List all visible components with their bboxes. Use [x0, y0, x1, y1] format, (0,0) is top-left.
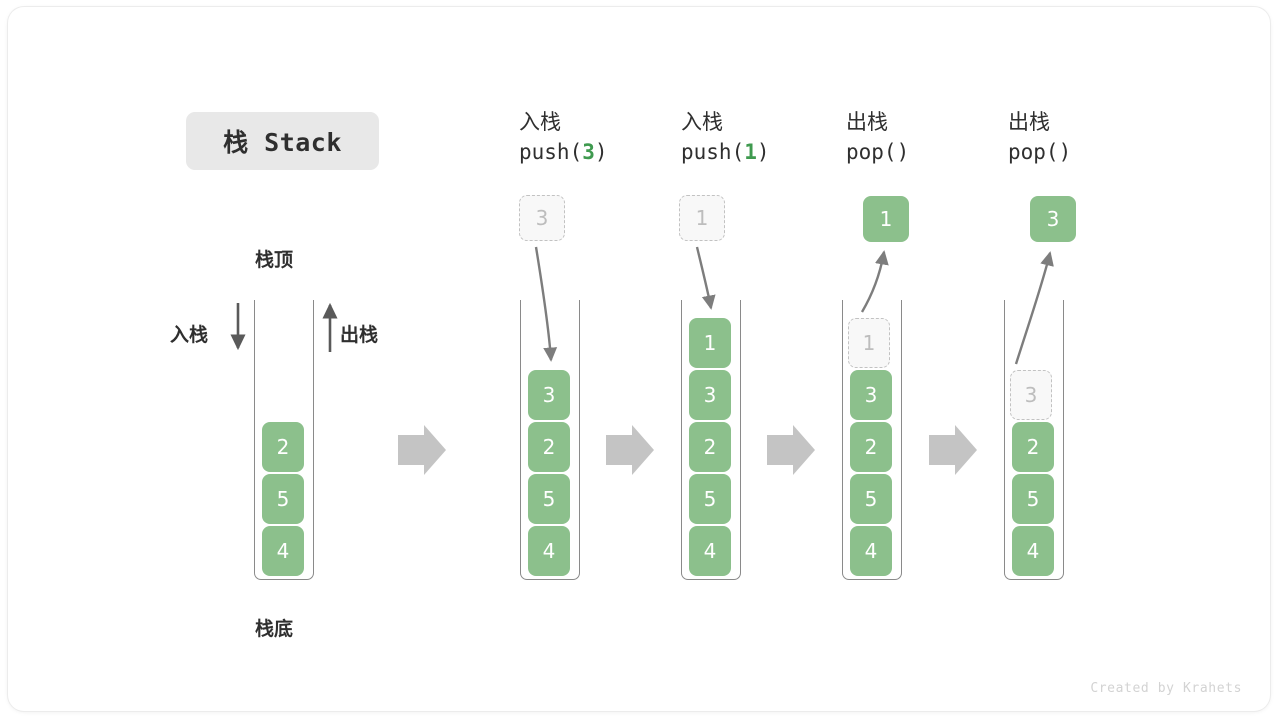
page-title: 栈 Stack	[186, 112, 379, 170]
stack-cell: 5	[850, 474, 892, 524]
ghost-cell-removed: 3	[1010, 370, 1052, 420]
stack-cell: 2	[1012, 422, 1054, 472]
code-arg: 3	[582, 139, 595, 164]
push-label: 入栈	[170, 324, 209, 346]
code-suffix: )	[1058, 139, 1072, 164]
stack-cell: 3	[689, 370, 731, 420]
stack-cell: 5	[689, 474, 731, 524]
column-header-code: push(1)	[681, 138, 770, 168]
stack-container-pop-1	[842, 300, 902, 580]
pop-label: 出栈	[340, 324, 379, 346]
column-header-code: push(3)	[519, 138, 608, 168]
code-arg: 1	[744, 139, 757, 164]
stack-cell: 1	[689, 318, 731, 368]
stack-container-pop-3	[1004, 300, 1064, 580]
column-header-pop-3: 出栈 pop()	[1008, 108, 1071, 168]
stack-cell: 4	[1012, 526, 1054, 576]
stack-container-push-3	[520, 300, 580, 580]
stack-cell: 4	[850, 526, 892, 576]
column-header-cn: 入栈	[681, 110, 723, 134]
popped-element: 1	[863, 196, 909, 242]
incoming-ghost-cell: 3	[519, 195, 565, 241]
stack-cell: 2	[850, 422, 892, 472]
stack-top-label: 栈顶	[255, 249, 294, 271]
column-header-code: pop()	[846, 138, 909, 168]
stack-cell: 5	[1012, 474, 1054, 524]
code-prefix: pop(	[1008, 139, 1059, 164]
stack-bottom-label: 栈底	[255, 618, 294, 640]
column-header-cn: 出栈	[1008, 110, 1050, 134]
column-header-cn: 出栈	[846, 110, 888, 134]
popped-element: 3	[1030, 196, 1076, 242]
code-prefix: pop(	[846, 139, 897, 164]
code-suffix: )	[594, 139, 608, 164]
column-header-push-3: 入栈 push(3)	[519, 108, 608, 168]
stack-cell: 4	[262, 526, 304, 576]
column-header-cn: 入栈	[519, 110, 561, 134]
column-header-code: pop()	[1008, 138, 1071, 168]
stack-cell: 3	[850, 370, 892, 420]
stack-cell: 2	[689, 422, 731, 472]
stack-cell: 3	[528, 370, 570, 420]
column-header-pop-1: 出栈 pop()	[846, 108, 909, 168]
code-suffix: )	[756, 139, 770, 164]
stack-cell: 2	[262, 422, 304, 472]
code-suffix: )	[896, 139, 910, 164]
incoming-ghost-cell: 1	[679, 195, 725, 241]
credit-text: Created by Krahets	[1090, 681, 1242, 696]
stack-cell: 5	[528, 474, 570, 524]
stack-cell: 5	[262, 474, 304, 524]
stack-container-push-1	[681, 300, 741, 580]
column-header-push-1: 入栈 push(1)	[681, 108, 770, 168]
code-prefix: push(	[519, 139, 583, 164]
stack-container-initial	[254, 300, 314, 580]
stack-cell: 4	[689, 526, 731, 576]
stack-cell: 2	[528, 422, 570, 472]
code-prefix: push(	[681, 139, 745, 164]
stack-cell: 4	[528, 526, 570, 576]
ghost-cell-removed: 1	[848, 318, 890, 368]
